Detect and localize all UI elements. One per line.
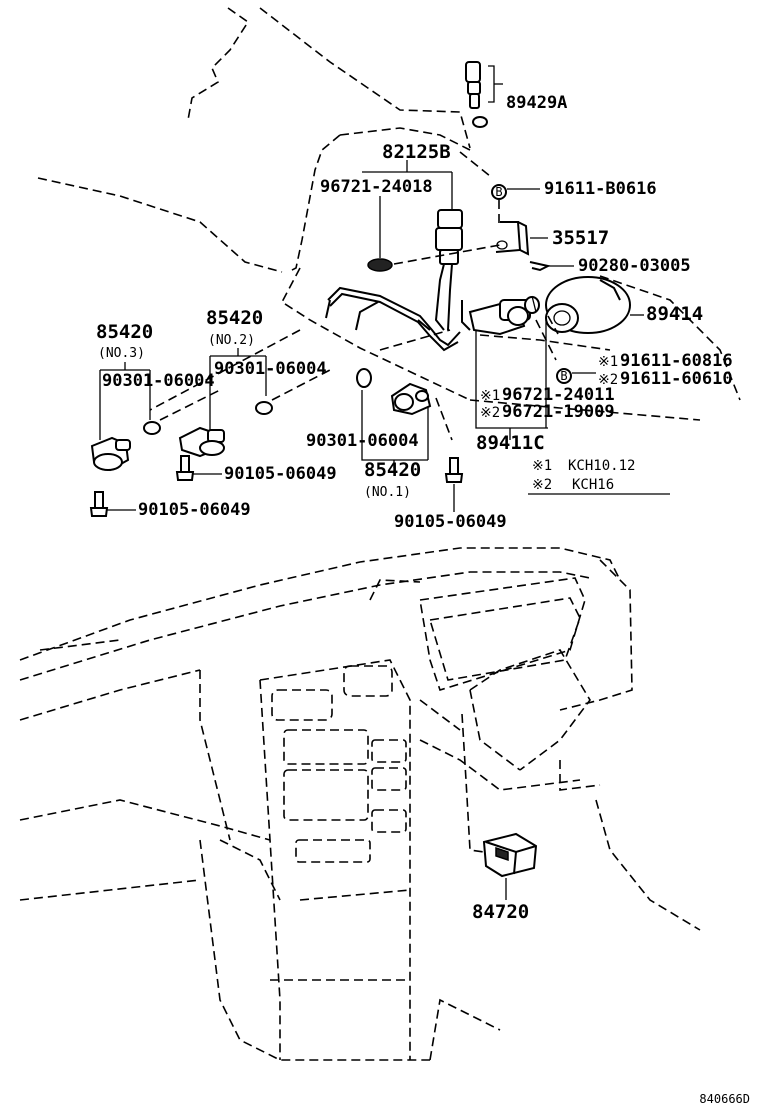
label-89429a: 89429A: [506, 93, 567, 113]
label-90105-06049-a: 90105-06049: [224, 464, 337, 484]
label-85420-no1: 85420: [364, 459, 421, 481]
sensor-85420-no3-icon: [90, 436, 131, 472]
label-90301-06004-a: 90301-06004: [102, 371, 215, 391]
label-90105-06049-c: 90105-06049: [394, 512, 507, 532]
note-1-mark: ※1: [532, 458, 552, 474]
label-96721-19009: 96721-19009: [502, 402, 615, 422]
sensor-85420-no2-icon: [178, 426, 225, 458]
label-96721-24018: 96721-24018: [320, 177, 433, 197]
label-89411c: 89411C: [476, 432, 545, 454]
bolt-mark-b-2: B: [560, 369, 567, 383]
grommet-icon: [367, 258, 393, 272]
gasket-icon-3: [356, 368, 372, 388]
body-outline-upper: [37, 7, 701, 421]
bracket-35517-icon: [495, 221, 530, 256]
gasket-icon-2: [255, 401, 273, 415]
label-89414: 89414: [646, 303, 703, 325]
mark-1-b: ※1: [480, 388, 500, 404]
clip-90280-icon: [529, 261, 551, 272]
label-85420-no1-sub: (NO.1): [364, 485, 411, 500]
label-91611-60816: 91611-60816: [620, 351, 733, 371]
note-2-text: KCH16: [572, 477, 614, 493]
label-96721-24011: 96721-24011: [502, 385, 615, 405]
label-91611-b0616: 91611-B0616: [544, 179, 657, 199]
label-85420-no3: 85420: [96, 321, 153, 343]
bolt-mark-b: B: [495, 185, 502, 199]
dashboard-outline: [19, 547, 701, 1061]
gasket-icon-1: [143, 421, 161, 435]
note-2-mark: ※2: [532, 477, 552, 493]
label-90105-06049-b: 90105-06049: [138, 500, 251, 520]
sensor-89414-icon: [545, 276, 631, 334]
label-91611-60610: 91611-60610: [620, 369, 733, 389]
label-85420-no2-sub: (NO.2): [208, 333, 255, 348]
center-console-panels: [271, 665, 407, 863]
switch-84720-icon: [482, 832, 538, 878]
mark-2-b: ※2: [480, 405, 500, 421]
sensor-89411c-icon: [468, 296, 540, 336]
connector-82125b-icon: [435, 209, 463, 265]
label-90301-06004-c: 90301-06004: [306, 431, 419, 451]
label-82125b: 82125B: [382, 141, 451, 163]
label-84720: 84720: [472, 901, 529, 923]
mark-2-a: ※2: [598, 372, 618, 388]
bolt-90105-a-icon: [175, 455, 195, 481]
mark-1-a: ※1: [598, 354, 618, 370]
bolt-90105-c-icon: [444, 457, 464, 483]
label-85420-no3-sub: (NO.3): [98, 346, 145, 361]
bolt-b-icon: [491, 184, 507, 200]
bolt-90105-b-icon: [89, 491, 109, 517]
label-90280-03005: 90280-03005: [578, 256, 691, 276]
label-85420-no2: 85420: [206, 307, 263, 329]
figure-id: 840666D: [699, 1092, 750, 1106]
sensor-85420-no1-icon: [390, 382, 432, 416]
note-1-text: KCH10.12: [568, 458, 635, 474]
sensor-89429a-icon: [465, 61, 488, 128]
bolt-b-icon-2: [556, 368, 572, 384]
label-35517: 35517: [552, 227, 609, 249]
label-90301-06004-b: 90301-06004: [214, 359, 327, 379]
